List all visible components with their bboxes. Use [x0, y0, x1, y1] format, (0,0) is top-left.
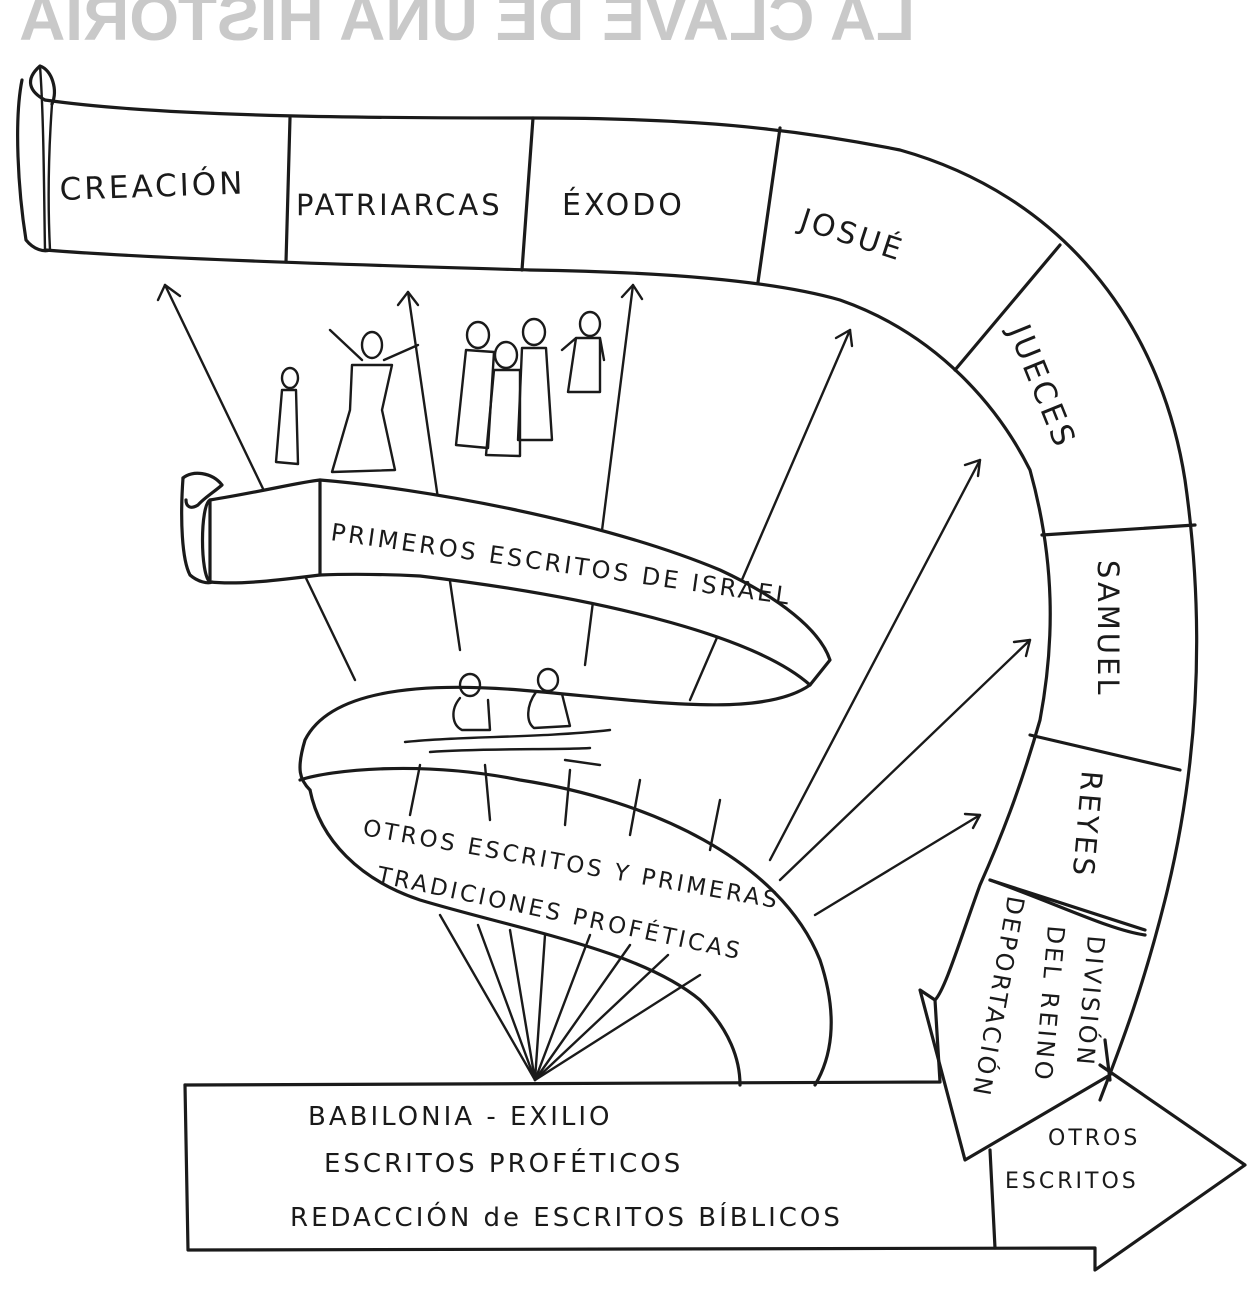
- cell-samuel: SAMUEL: [1091, 560, 1125, 698]
- division-line2: DEL REINO: [1028, 924, 1070, 1083]
- fan-lines: [438, 913, 702, 1082]
- cell-exodo: ÉXODO: [562, 187, 685, 223]
- person-figure: [274, 366, 300, 466]
- people-figures-group: [274, 310, 606, 474]
- seated-scribes: [403, 667, 612, 767]
- middle-scroll: [180, 471, 832, 687]
- cell-creacion: CREACIÓN: [59, 165, 246, 208]
- cell-patriarcas: PATRIARCAS: [296, 188, 503, 222]
- person-figure-group: [454, 310, 606, 458]
- cell-jueces: JUECES: [1000, 318, 1083, 454]
- cell-josue: JOSUÉ: [794, 201, 909, 269]
- bottom-arrow: [183, 998, 1247, 1272]
- cell-reyes: REYES: [1066, 769, 1109, 879]
- division-line3: DEPORTACIÓN: [967, 894, 1032, 1101]
- tip-line2: ESCRITOS: [1005, 1169, 1139, 1194]
- tip-line1: OTROS: [1048, 1126, 1140, 1151]
- lower-band-label-line1: OTROS ESCRITOS Y PRIMERAS: [361, 815, 782, 914]
- division-cell: [918, 878, 1147, 1162]
- bottom-line3: REDACCIÓN de ESCRITOS BÍBLICOS: [290, 1201, 843, 1233]
- bottom-line1: BABILONIA - EXILIO: [308, 1102, 613, 1132]
- bottom-line2: ESCRITOS PROFÉTICOS: [324, 1147, 683, 1179]
- spiral-inner-curl: [298, 683, 833, 1087]
- person-figure-arms-raised: [328, 328, 420, 474]
- ghost-title: LA CLAVE DE UNA HISTORIA: [19, 0, 915, 54]
